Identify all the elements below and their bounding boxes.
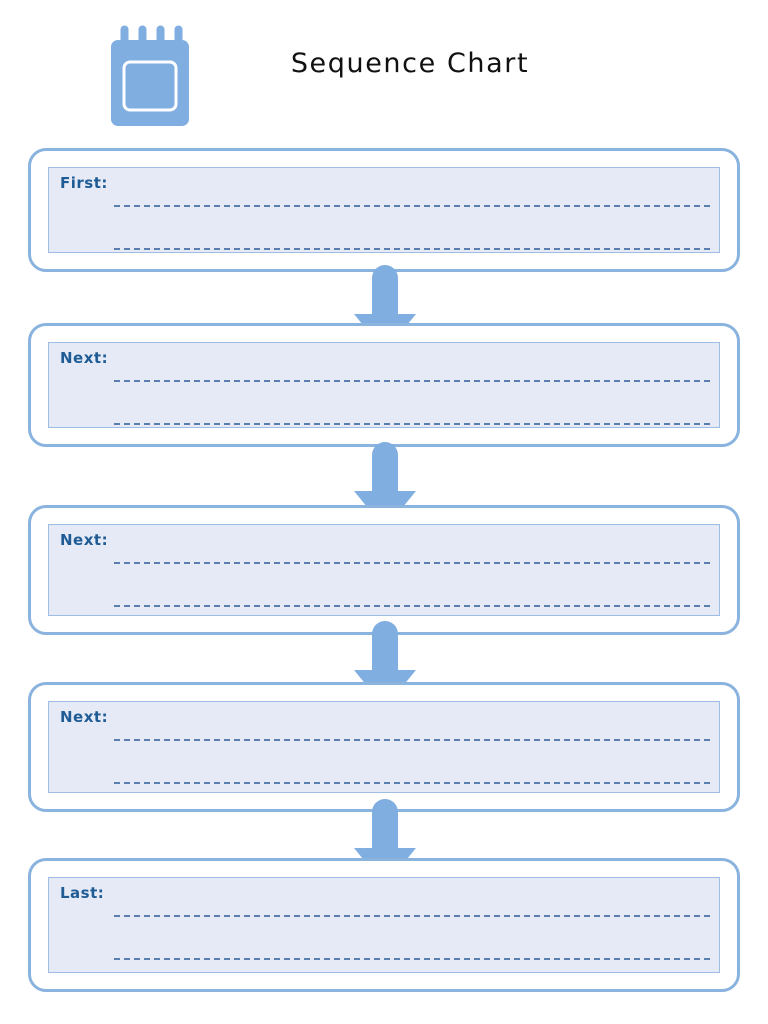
write-line-1[interactable] xyxy=(114,915,710,917)
page-title: Sequence Chart xyxy=(290,48,530,79)
step-label: Last: xyxy=(60,884,105,902)
write-line-2[interactable] xyxy=(114,248,710,250)
notepad-icon xyxy=(108,22,192,128)
step-label: Next: xyxy=(60,349,109,367)
write-line-2[interactable] xyxy=(114,605,710,607)
step-inner-panel: Last: xyxy=(48,877,720,973)
step-inner-panel: Next: xyxy=(48,524,720,616)
step-box-last[interactable]: Last: xyxy=(28,858,740,992)
write-line-1[interactable] xyxy=(114,739,710,741)
write-line-1[interactable] xyxy=(114,205,710,207)
write-line-2[interactable] xyxy=(114,423,710,425)
step-inner-panel: Next: xyxy=(48,701,720,793)
write-line-2[interactable] xyxy=(114,958,710,960)
step-inner-panel: Next: xyxy=(48,342,720,428)
step-box-first[interactable]: First: xyxy=(28,148,740,272)
write-line-2[interactable] xyxy=(114,782,710,784)
step-box-next-2[interactable]: Next: xyxy=(28,505,740,635)
write-line-1[interactable] xyxy=(114,380,710,382)
step-label: Next: xyxy=(60,708,109,726)
step-label: First: xyxy=(60,174,108,192)
page-header: Sequence Chart xyxy=(0,0,768,140)
step-box-next-1[interactable]: Next: xyxy=(28,323,740,447)
step-label: Next: xyxy=(60,531,109,549)
write-line-1[interactable] xyxy=(114,562,710,564)
step-box-next-3[interactable]: Next: xyxy=(28,682,740,812)
step-inner-panel: First: xyxy=(48,167,720,253)
